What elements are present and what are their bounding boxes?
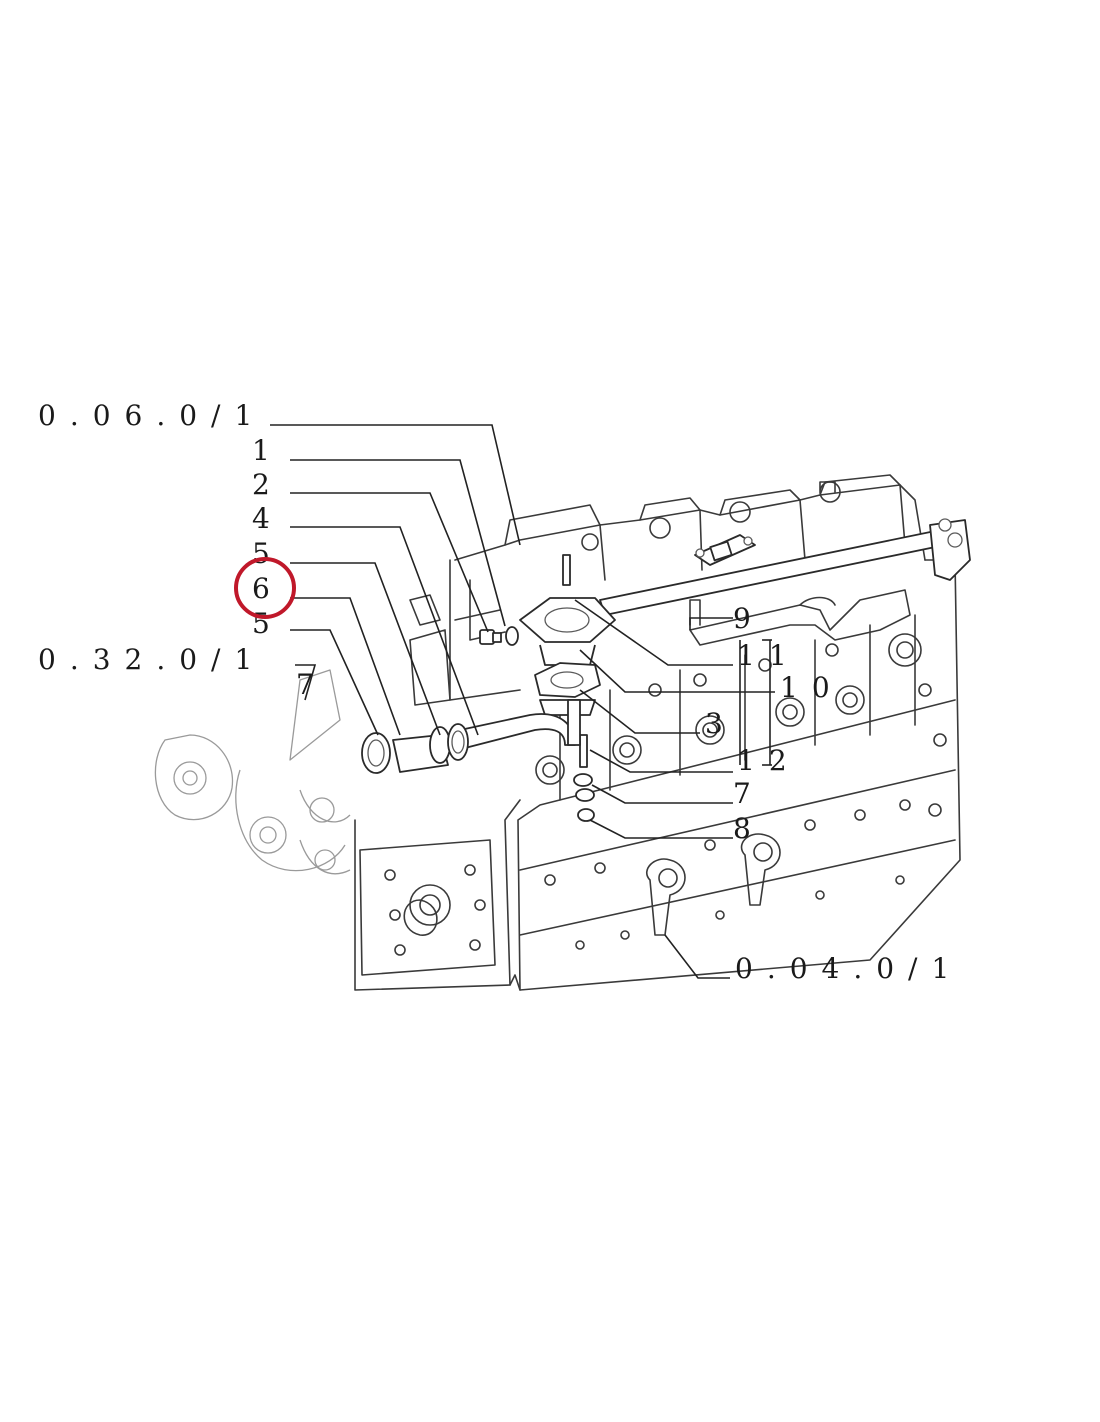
callout-9: 9 xyxy=(733,602,765,635)
callout-5-upper: 5 xyxy=(252,537,284,570)
callout-12: 12 xyxy=(737,744,801,777)
ref-label-left: 0.32.0/1 xyxy=(38,643,266,676)
callout-2: 2 xyxy=(252,468,284,501)
studs-washers-drawing xyxy=(479,554,595,822)
gasket-item-9-drawing xyxy=(694,534,756,566)
callout-11: 11 xyxy=(737,639,801,672)
leader-lines xyxy=(270,424,775,979)
callout-labels: 0.06.0/1 1 2 4 5 6 5 0.32.0/1 7 9 11 10 … xyxy=(38,399,963,985)
outlet-housing-drawing xyxy=(519,597,616,716)
highlight-circle-item-6 xyxy=(234,557,296,619)
ref-label-top: 0.06.0/1 xyxy=(38,399,266,432)
cylinder-head-drawing xyxy=(409,474,926,706)
callout-10: 10 xyxy=(780,671,844,704)
callout-4: 4 xyxy=(252,502,284,535)
callout-3: 3 xyxy=(705,707,737,740)
timing-housing-drawing xyxy=(154,669,351,875)
engine-block-illustration xyxy=(154,474,971,991)
callout-7: 7 xyxy=(733,777,765,810)
coolant-pipe-drawing xyxy=(361,699,581,774)
cylinder-block-drawing xyxy=(354,559,961,991)
callout-1: 1 xyxy=(252,434,284,467)
callout-6: 6 xyxy=(252,572,284,605)
ref-label-bottom: 0.04.0/1 xyxy=(735,952,963,985)
callout-7-left: 7 xyxy=(296,668,328,701)
callout-8: 8 xyxy=(733,812,765,845)
